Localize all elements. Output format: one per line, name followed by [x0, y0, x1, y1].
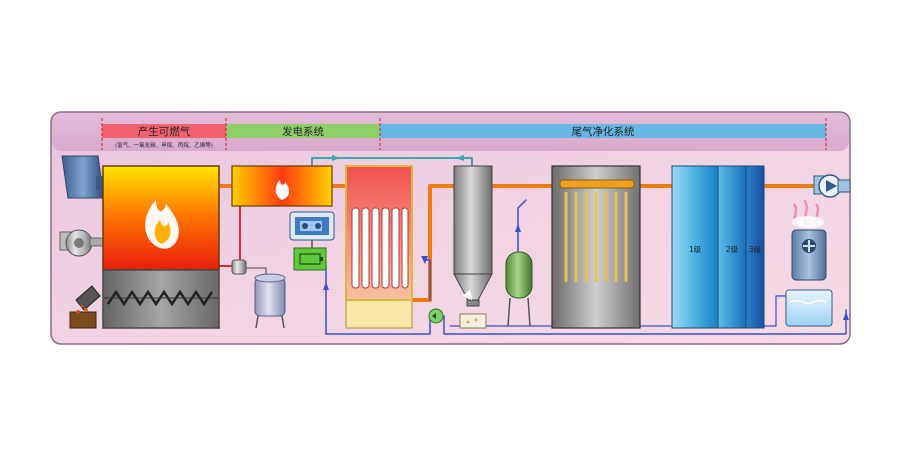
induced-draft-fan	[813, 174, 851, 198]
fan-icon	[803, 240, 815, 252]
cyclone-separator	[453, 165, 493, 329]
gasifier-furnace	[102, 165, 220, 271]
band-power	[226, 124, 380, 138]
section-bands	[101, 118, 827, 150]
heat-exchanger	[345, 165, 413, 329]
stage-label-1: 1级	[689, 244, 702, 254]
water-basin	[785, 289, 833, 327]
stage-label-2: 2级	[726, 244, 739, 254]
section-label-gas: 产生可燃气	[138, 125, 191, 138]
pressure-tank	[505, 251, 533, 327]
section-sublabel-gas: (氢气、一氧化碳、甲烷、丙烷、乙烯等)	[115, 141, 213, 149]
generator-engine	[289, 211, 335, 248]
battery-icon	[293, 247, 327, 271]
feed-hopper	[61, 155, 106, 199]
water-pump	[428, 308, 444, 324]
play-arrow-icon	[826, 180, 837, 192]
bag-filter	[551, 165, 641, 329]
gas-cooler	[231, 165, 333, 207]
band-exhaust	[380, 124, 826, 138]
flame-icon-small	[275, 180, 290, 200]
cooling-tower	[791, 229, 827, 281]
section-label-power: 发电系统	[282, 125, 324, 138]
ash-bin	[69, 285, 101, 329]
section-label-exhaust: 尾气净化系统	[572, 125, 635, 138]
chimney-steam	[792, 199, 824, 228]
blower-fan	[59, 229, 105, 257]
flame-icon	[145, 200, 179, 249]
gas-storage-tank	[254, 273, 286, 329]
screw-conveyor	[102, 269, 220, 329]
band-gas	[102, 124, 226, 138]
compressor	[231, 259, 247, 275]
flame-core-icon	[154, 220, 171, 244]
scrubber-tower	[671, 165, 765, 329]
stage-label-3: 3级	[749, 244, 762, 254]
